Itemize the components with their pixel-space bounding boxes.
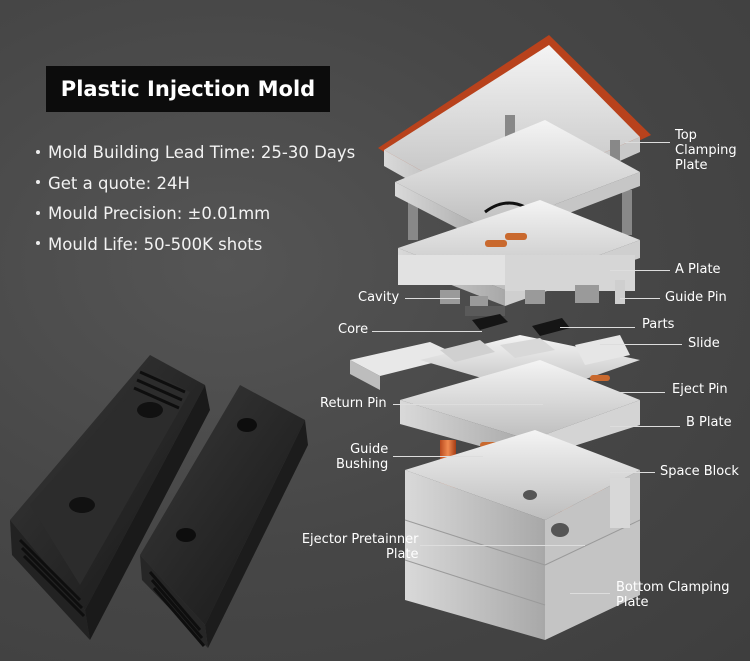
label-ejector-plate: Ejector Pretainner Plate [301, 532, 419, 562]
leader-line [565, 392, 665, 393]
leader-line [393, 456, 483, 457]
label-guide-bushing: Guide Bushing [336, 442, 389, 472]
bullet-icon [36, 149, 40, 154]
spec-item: Mould Life: 50-500K shots [36, 230, 355, 261]
spec-item: Mould Precision: ±0.01mm [36, 199, 355, 230]
leader-line [570, 593, 610, 594]
bullet-icon [36, 180, 40, 184]
label-slide: Slide [688, 336, 720, 351]
label-return-pin: Return Pin [320, 396, 387, 411]
leader-line [610, 472, 655, 473]
label-b-plate: B Plate [686, 415, 732, 430]
housing-part-lid [140, 385, 308, 648]
leader-line [372, 331, 482, 332]
housing-part-open [10, 355, 210, 640]
label-cavity: Cavity [358, 290, 400, 305]
leader-line [405, 298, 460, 299]
leader-line [393, 404, 543, 405]
leader-line [420, 545, 585, 546]
label-guide-pin: Guide Pin [665, 290, 727, 305]
leader-line [610, 426, 680, 427]
label-a-plate: A Plate [675, 262, 721, 277]
page-title: Plastic Injection Mold [60, 77, 316, 101]
label-parts: Parts [642, 317, 675, 332]
leader-line [625, 142, 670, 143]
spec-item: Get a quote: 24H [36, 169, 355, 200]
leader-line [600, 344, 682, 345]
bullet-icon [36, 210, 40, 215]
title-banner: Plastic Injection Mold [46, 66, 330, 112]
label-eject-pin: Eject Pin [672, 382, 728, 397]
leader-line [610, 270, 670, 271]
leader-line [560, 327, 635, 328]
label-bottom-clamping-plate: Bottom Clamping Plate [616, 580, 730, 610]
molded-parts [472, 314, 570, 336]
spec-list: Mold Building Lead Time: 25-30 Days Get … [36, 138, 355, 260]
a-plate [398, 200, 640, 306]
label-top-clamping-plate: Top Clamping Plate [675, 128, 737, 173]
leader-line [620, 298, 660, 299]
label-space-block: Space Block [660, 464, 739, 479]
cavity-inserts [440, 280, 625, 316]
label-core: Core [338, 322, 369, 337]
ejector-housing [404, 430, 641, 640]
spec-item: Mold Building Lead Time: 25-30 Days [36, 138, 355, 169]
bullet-icon [36, 241, 40, 245]
